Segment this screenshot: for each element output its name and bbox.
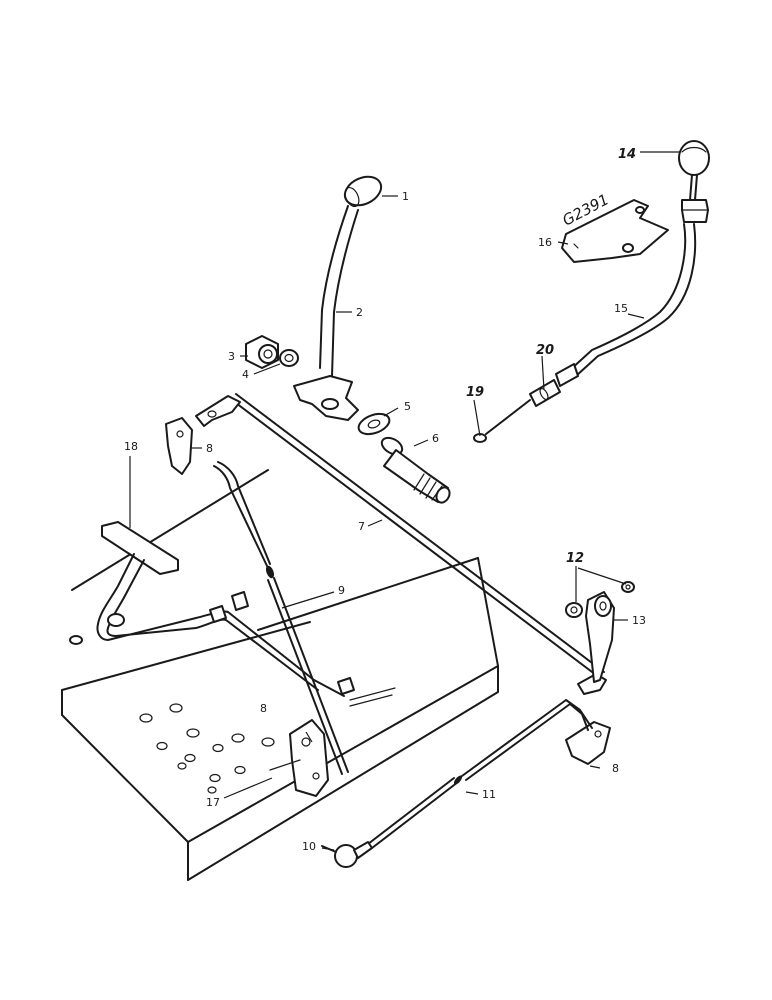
callout-8-upper: 8: [206, 442, 213, 455]
clip-part-12-a: [565, 602, 583, 618]
ball-joint-part-10: [321, 841, 373, 868]
callout-13: 13: [632, 614, 646, 627]
callout-5: 5: [404, 400, 411, 413]
washer-part-5: [357, 412, 391, 436]
control-cable-part-15: [555, 223, 697, 387]
control-rod-part-9: [213, 461, 349, 775]
callout-4: 4: [242, 368, 249, 381]
nut-part-3: [245, 335, 279, 369]
pedal-bracket-part-17: [269, 719, 329, 797]
callout-11: 11: [482, 788, 496, 801]
callout-8-lower: 8: [612, 762, 619, 775]
callout-17: 17: [206, 796, 220, 809]
gear-lever-part-2: [293, 205, 359, 421]
clevis-part-8-lower: [565, 721, 611, 765]
floor-panel: [61, 469, 499, 881]
callout-18: 18: [124, 440, 138, 453]
leader-lines: [129, 151, 680, 851]
callout-9: 9: [338, 584, 345, 597]
callout-14: 14: [618, 147, 636, 162]
bracket-part-13: [585, 591, 615, 683]
pivot-stud-part-6: [380, 436, 451, 504]
callout-8-left: 8: [260, 702, 267, 715]
lever-knob-part-1: [343, 175, 383, 208]
callout-labels: 1 2 3 4 5 6 7 8 8 8 9 10 11 12 13 14 15 …: [124, 147, 646, 853]
callout-16: 16: [538, 236, 552, 249]
callout-1: 1: [402, 190, 409, 203]
callout-10: 10: [302, 840, 316, 853]
pedal-part-18: [69, 521, 355, 697]
mounting-plate-part-16: [561, 199, 669, 263]
callout-6: 6: [432, 432, 439, 445]
cable-adjuster-part-20: [485, 379, 561, 435]
callout-15: 15: [614, 302, 628, 315]
callout-2: 2: [356, 306, 363, 319]
callout-3: 3: [228, 350, 235, 363]
washer-part-4: [279, 349, 299, 367]
callout-20: 20: [536, 343, 554, 358]
callout-12: 12: [566, 551, 584, 566]
callout-7: 7: [358, 520, 365, 533]
floor-holes: [139, 703, 275, 794]
cable-knob-part-14: [678, 140, 710, 223]
linkage-rod-part-11: [367, 699, 593, 849]
cross-rod-part-7: [195, 393, 607, 695]
clevis-part-8-upper: [165, 417, 193, 475]
clip-part-12-b: [621, 581, 635, 593]
callout-19: 19: [466, 385, 484, 400]
